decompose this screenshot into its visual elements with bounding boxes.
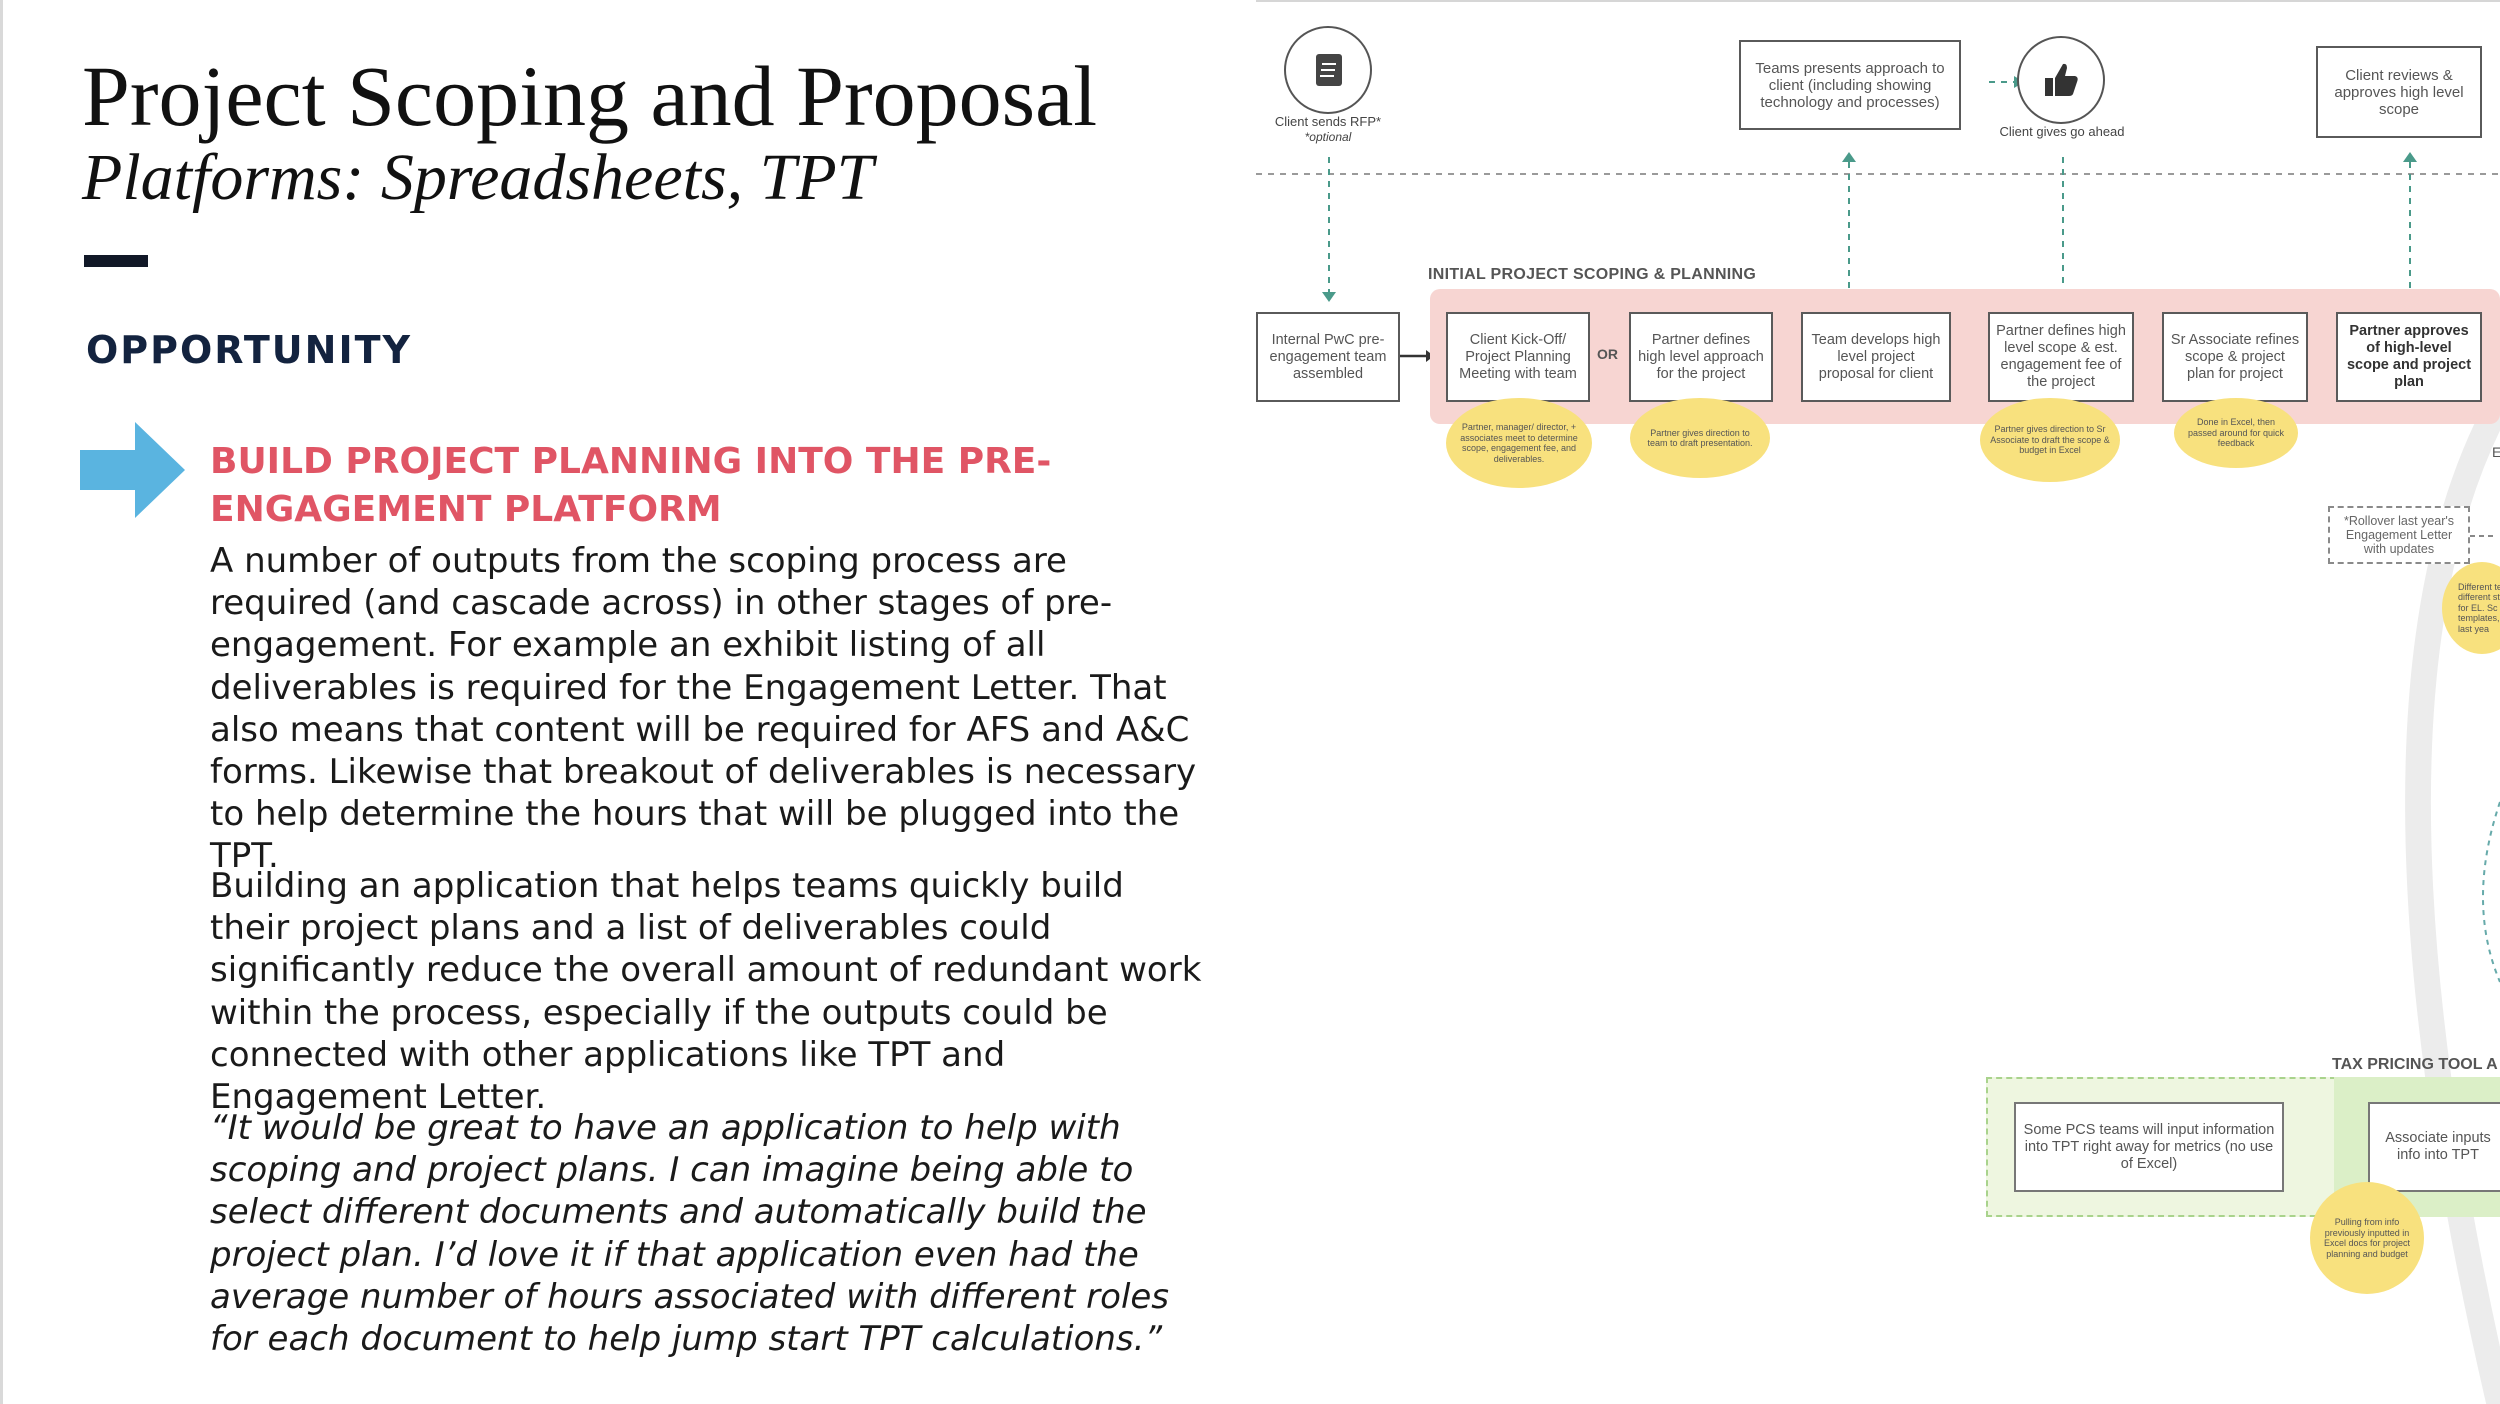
internal-team-box: Internal PwC pre-engagement team assembl… xyxy=(1256,312,1400,402)
step-sr-associate-box: Sr Associate refines scope & project pla… xyxy=(2162,312,2308,402)
client-go-ahead-caption: Client gives go ahead xyxy=(1999,124,2125,139)
book-icon xyxy=(1284,26,1372,114)
body-paragraph-2: Building an application that helps teams… xyxy=(210,866,1202,1118)
associate-inputs-box: Associate inputs info into TPT xyxy=(2368,1102,2500,1192)
step-partner-approach-box: Partner defines high level approach for … xyxy=(1629,312,1773,402)
opportunity-heading: BUILD PROJECT PLANNING INTO THE PRE-ENGA… xyxy=(210,441,1052,530)
user-quote: “It would be great to have an applicatio… xyxy=(210,1108,1170,1360)
client-reviews-box: Client reviews & approves high level sco… xyxy=(2316,46,2482,138)
note-partner-direction: Partner gives direction to team to draft… xyxy=(1630,398,1770,478)
scoping-band xyxy=(1430,289,2500,424)
body-paragraph-1: A number of outputs from the scoping pro… xyxy=(210,541,1197,877)
section-label: OPPORTUNITY xyxy=(86,328,413,372)
step-partner-scope-box: Partner defines high level scope & est. … xyxy=(1988,312,2134,402)
teams-presents-box: Teams presents approach to client (inclu… xyxy=(1739,40,1961,130)
note-different-teams: Different te different sta for EL. Sc te… xyxy=(2442,562,2500,654)
page-title: Project Scoping and Proposal xyxy=(82,48,1098,144)
note-kickoff: Partner, manager/ director, + associates… xyxy=(1446,398,1592,488)
right-arrow-icon xyxy=(80,422,185,518)
or-label: OR xyxy=(1597,346,1618,362)
rollover-box: *Rollover last year's Engagement Letter … xyxy=(2328,506,2470,564)
note-tpt-info: Pulling from info previously inputted in… xyxy=(2310,1182,2424,1294)
tpt-lane-label: TAX PRICING TOOL A xyxy=(2332,1056,2498,1073)
step-partner-approves-box: Partner approves of high-level scope and… xyxy=(2336,312,2482,402)
client-sends-label: Client sends RFP* xyxy=(1274,114,1382,129)
note-excel-feedback: Done in Excel, then passed around for qu… xyxy=(2174,398,2298,468)
process-diagram: Client sends RFP* *optional Teams presen… xyxy=(1256,0,2500,1404)
pcs-teams-box: Some PCS teams will input information in… xyxy=(2014,1102,2284,1192)
client-sends-caption: Client sends RFP* *optional xyxy=(1268,114,1388,145)
band-label: INITIAL PROJECT SCOPING & PLANNING xyxy=(1428,266,1757,283)
edge-letter: E xyxy=(2492,444,2500,460)
step-team-proposal-box: Team develops high level project proposa… xyxy=(1801,312,1951,402)
step-kickoff-box: Client Kick-Off/ Project Planning Meetin… xyxy=(1446,312,1590,402)
slide-left-edge xyxy=(0,0,3,1404)
page-subtitle: Platforms: Spreadsheets, TPT xyxy=(82,141,874,214)
title-divider xyxy=(84,255,148,267)
thumbs-up-icon xyxy=(2017,36,2105,124)
note-sr-associate-direction: Partner gives direction to Sr Associate … xyxy=(1980,398,2120,482)
client-sends-optional: *optional xyxy=(1304,130,1352,144)
